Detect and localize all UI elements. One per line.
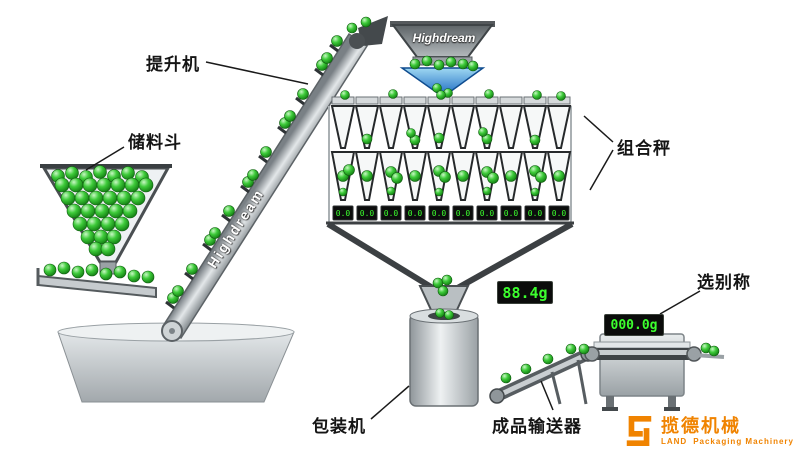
discharge-tray <box>36 268 157 299</box>
checkweigher-belt <box>592 350 694 355</box>
elevator-top-pulley <box>349 33 365 49</box>
head-display-value: 0.0 <box>456 209 471 218</box>
label-sorting-scale: 选别称 <box>697 273 751 292</box>
elevator-top-guard <box>358 16 388 46</box>
head-display-value: 0.0 <box>384 209 399 218</box>
head-display-strip: 0.0 0.0 0.0 0.0 0.0 0.0 0.0 0.0 0.0 0.0 <box>332 205 570 221</box>
head-display-value: 0.0 <box>336 209 351 218</box>
label-product-conveyor: 成品输送器 <box>492 417 582 436</box>
leader-product-conveyor <box>540 380 554 411</box>
linear-feeders <box>331 96 571 105</box>
leader-weigher-upper <box>583 115 614 143</box>
finished-product-conveyor <box>489 346 596 405</box>
head-display-value: 0.0 <box>480 209 495 218</box>
logo-name-en: LAND <box>660 436 688 446</box>
checkweigher-display: 000.0g <box>604 314 664 336</box>
feed-hoppers-upper <box>330 105 572 149</box>
head-display-value: 0.0 <box>408 209 423 218</box>
label-elevator: 提升机 <box>146 55 200 74</box>
leader-sorting-scale <box>659 290 701 315</box>
leader-packaging-machine <box>370 385 410 420</box>
outfeed-tray <box>693 353 725 359</box>
label-combination-weigher: 组合秤 <box>617 139 671 158</box>
leader-lines <box>85 61 701 420</box>
label-storage-hopper: 储料斗 <box>128 133 182 152</box>
label-packaging-machine: 包装机 <box>312 417 366 436</box>
head-display-value: 0.0 <box>552 209 567 218</box>
packaging-machine <box>409 285 479 407</box>
collecting-funnel <box>326 221 574 294</box>
elevator-conveyor <box>161 16 388 342</box>
combination-weigher: 0.0 0.0 0.0 0.0 0.0 0.0 0.0 0.0 0.0 0.0 <box>326 21 574 294</box>
head-display-value: 0.0 <box>360 209 375 218</box>
packaging-body <box>409 313 479 407</box>
elevator-hub-axle <box>169 328 175 334</box>
logo-name-cn: 揽德机械 <box>660 416 741 437</box>
checkweigher <box>584 333 725 411</box>
leader-weigher-lower <box>589 149 614 191</box>
logo-tagline: Packaging Machinery <box>693 436 794 446</box>
leader-storage-hopper <box>85 146 125 171</box>
leader-elevator <box>205 61 309 85</box>
head-display-value: 0.0 <box>528 209 543 218</box>
product-balls <box>43 16 720 384</box>
head-display-value: 0.0 <box>504 209 519 218</box>
land-logo: 揽德机械 LAND Packaging Machinery <box>623 412 794 450</box>
weight-display: 88.4g <box>497 281 553 304</box>
land-logo-icon <box>626 415 652 447</box>
brand-highdream-hopper: Highdream <box>412 31 476 45</box>
elevator-cleats <box>165 43 339 310</box>
head-display-value: 0.0 <box>432 209 447 218</box>
